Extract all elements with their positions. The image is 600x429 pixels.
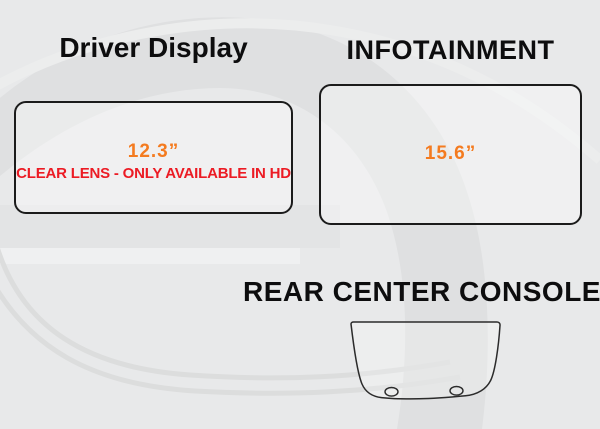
infotainment-title: INFOTAINMENT <box>346 35 555 65</box>
watermark-arc-inner <box>0 289 461 396</box>
watermark-swoosh-shape <box>0 17 488 429</box>
watermark-band-light <box>0 248 300 264</box>
driver-display-panel[interactable]: 12.3” CLEAR LENS - ONLY AVAILABLE IN HD <box>14 101 293 214</box>
watermark-top-arc <box>0 18 600 164</box>
watermark-arc-outer <box>0 247 451 381</box>
rear-center-console-title: REAR CENTER CONSOLE <box>243 276 600 307</box>
rear-center-console-outline[interactable] <box>350 321 501 400</box>
console-slot-right <box>449 385 464 396</box>
infotainment-panel[interactable]: 15.6” <box>319 84 582 225</box>
driver-display-size-label: 12.3” <box>127 141 180 163</box>
console-slot-left <box>384 386 399 397</box>
infotainment-size-label: 15.6” <box>424 143 477 165</box>
driver-display-note: CLEAR LENS - ONLY AVAILABLE IN HD <box>16 165 291 183</box>
driver-display-title: Driver Display <box>59 32 248 63</box>
